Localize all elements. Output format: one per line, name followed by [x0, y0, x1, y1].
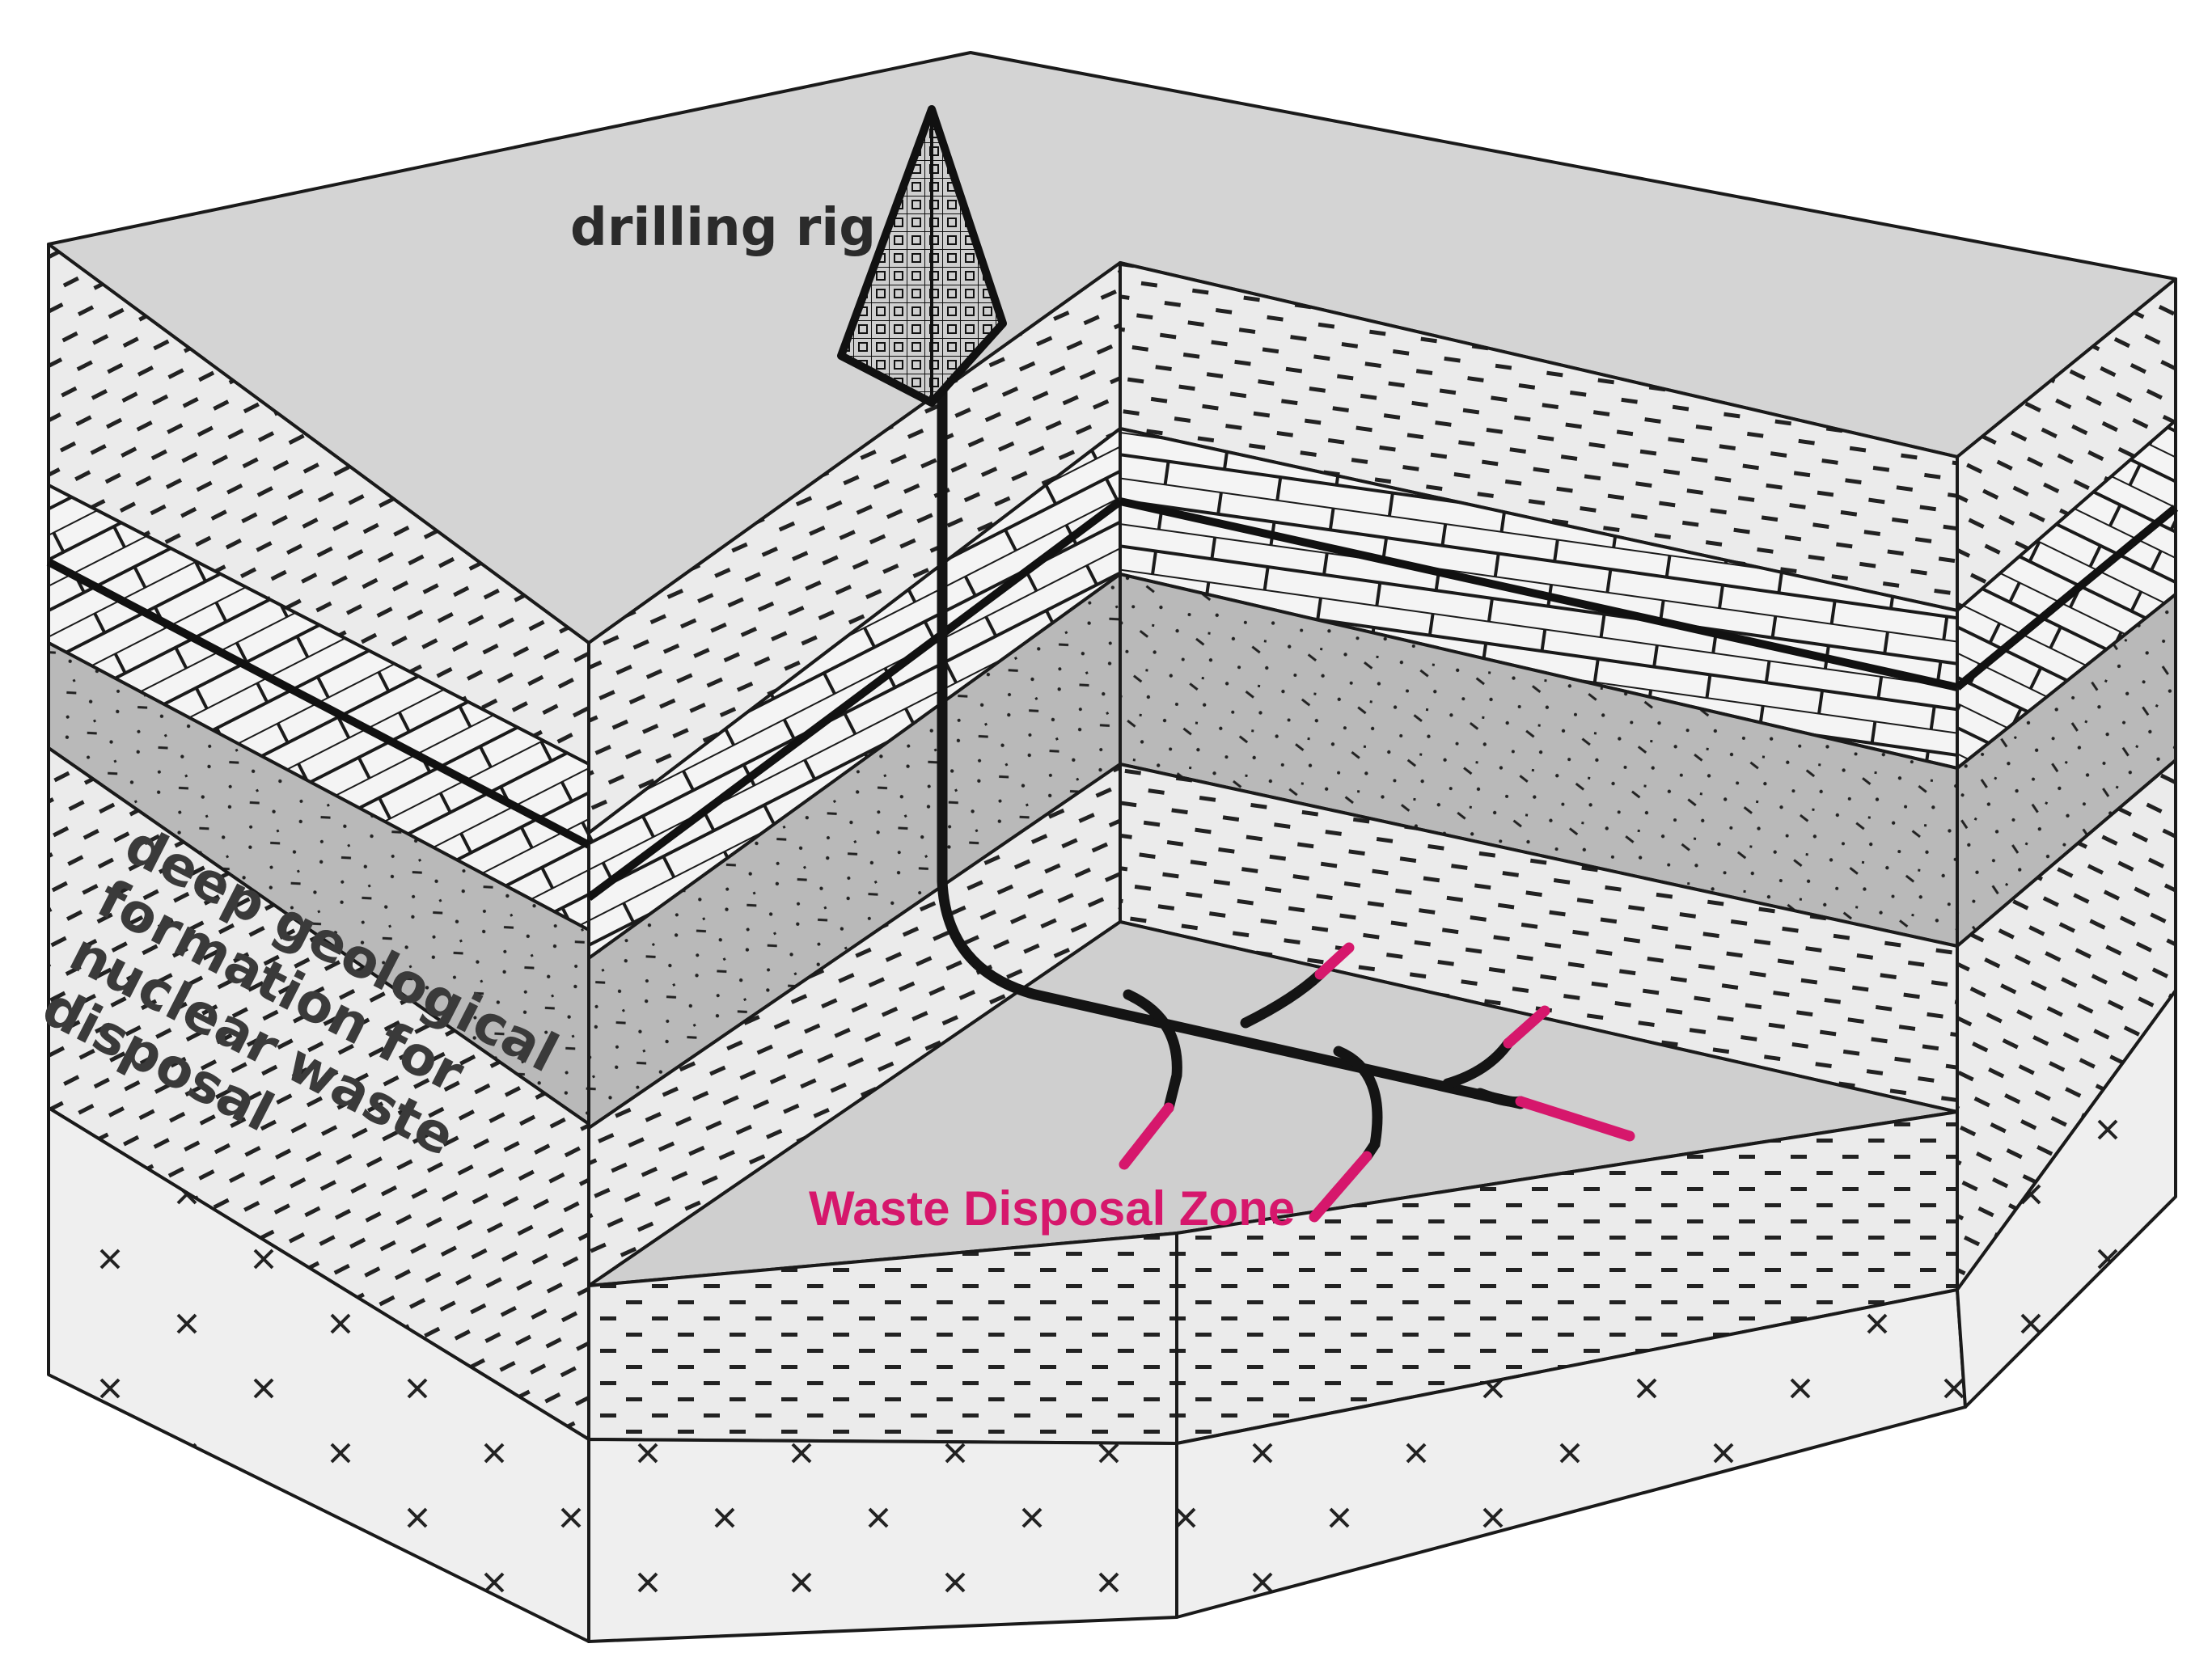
borehole-vertical: [937, 378, 1526, 1109]
bedding-line-back: [1119, 497, 1959, 691]
waste-canister-1: [1314, 942, 1355, 980]
drilling-rig-label: drilling rig: [570, 198, 876, 258]
bedding-line-inner: [586, 497, 1123, 902]
bedding-line-right: [1954, 505, 2179, 691]
waste-canister-4: [1119, 1102, 1174, 1170]
bedding-line-left: [46, 558, 591, 849]
drilling-rig-icon: [837, 105, 1007, 407]
waste-canister-3: [1515, 1096, 1635, 1142]
waste-canister-5: [1309, 1151, 1372, 1223]
branch-up-1: [1240, 969, 1326, 1029]
branch-down-1: [1123, 989, 1182, 1113]
branch-up-2: [1442, 1037, 1514, 1089]
right-basement: [1956, 989, 2177, 1409]
front-basement-left: [587, 1438, 1178, 1643]
waste-canister-2: [1503, 1005, 1550, 1049]
branch-down-2: [1333, 1046, 1383, 1162]
waste-disposal-zone-label: Waste Disposal Zone: [809, 1181, 1295, 1236]
